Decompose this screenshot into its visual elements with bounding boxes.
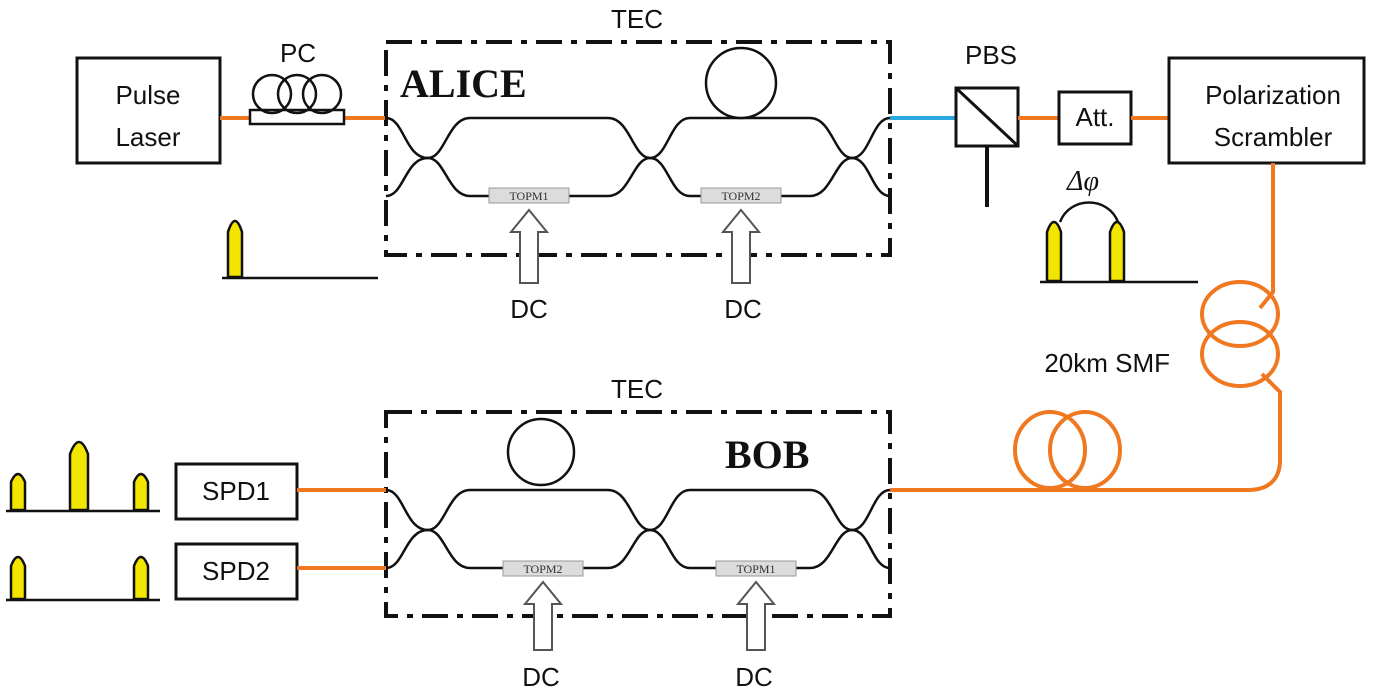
pulse-icon-spd2: [6, 555, 160, 602]
alice-modulator-1: [488, 187, 570, 204]
polarization-scrambler-box: Polarization Scrambler: [1167, 56, 1366, 165]
bob-modulator-1-label: TOPM2: [523, 562, 562, 576]
tec-enclosure-alice: [384, 40, 892, 257]
scrambler-label-line1: Polarization: [1205, 80, 1341, 110]
fiber-length-label: 20km SMF: [1044, 348, 1170, 378]
spd2-box: SPD2: [174, 542, 299, 601]
alice-label: ALICE: [400, 61, 527, 106]
pulse-icon-spd1: [6, 440, 160, 513]
bob-label: BOB: [725, 432, 809, 477]
spd1-box: SPD1: [174, 462, 299, 521]
alice-modulator-1-label: TOPM1: [509, 189, 548, 203]
dc-arrow-icon-bob-1: [522, 580, 564, 651]
polarization-controller-icon: [248, 73, 346, 126]
pbs-icon: [954, 86, 1020, 207]
pulse-icon-double: [1040, 201, 1198, 284]
dc-arrow-icon-bob-2: [735, 580, 777, 651]
pulse-laser-label-line1: Pulse: [115, 80, 180, 110]
phase-difference-label: Δφ: [1066, 166, 1099, 197]
tec-label-bottom: TEC: [611, 374, 663, 404]
spd1-label: SPD1: [202, 476, 270, 506]
bob-modulator-2: [715, 560, 797, 577]
pulse-laser-label-line2: Laser: [115, 122, 180, 152]
dc-arrow-icon-alice-2: [720, 208, 762, 284]
dc-label-bob-1: DC: [522, 662, 560, 692]
attenuator-label: Att.: [1075, 102, 1114, 132]
spd2-label: SPD2: [202, 556, 270, 586]
bob-modulator-2-label: TOPM1: [736, 562, 775, 576]
bob-interferometer: [385, 417, 891, 570]
dc-label-bob-2: DC: [735, 662, 773, 692]
dc-arrow-icon-alice-1: [508, 208, 550, 284]
dc-label-alice-1: DC: [510, 294, 548, 324]
pulse-icon-input: [222, 219, 378, 280]
tec-label-top: TEC: [611, 4, 663, 34]
attenuator-box: Att.: [1057, 90, 1133, 146]
fiber-coil-icon-smf: [890, 163, 1282, 492]
dc-label-alice-2: DC: [724, 294, 762, 324]
bob-modulator-1: [502, 560, 584, 577]
tec-enclosure-bob: [384, 410, 892, 618]
pulse-laser-box: Pulse Laser: [75, 56, 222, 165]
pbs-label: PBS: [965, 40, 1017, 70]
pc-label: PC: [280, 38, 316, 68]
scrambler-label-line2: Scrambler: [1214, 122, 1333, 152]
alice-modulator-2: [700, 187, 782, 204]
alice-modulator-2-label: TOPM2: [721, 189, 760, 203]
